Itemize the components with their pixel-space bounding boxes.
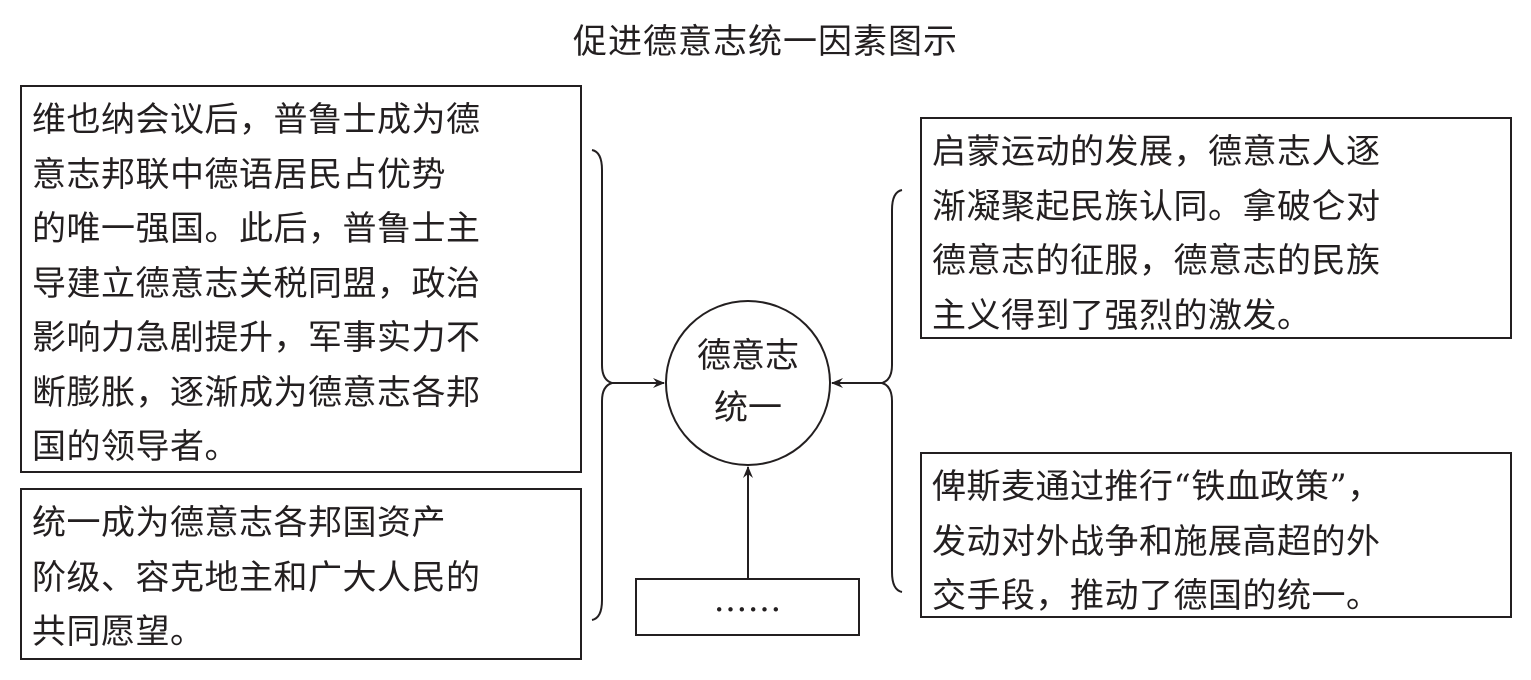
diagram-title: 促进德意志统一因素图示 (573, 22, 958, 62)
center-label: 德意志 统一 (697, 336, 799, 428)
left-brace (591, 149, 616, 621)
factor-box-bismarck: 俾斯麦通过推行“铁血政策”， 发动对外战争和施展高超的外 交手段，推动了德国的统… (920, 452, 1512, 618)
factor-box-nationalism: 启蒙运动的发展，德意志人逐 渐凝聚起民族认同。拿破仑对 德意志的征服，德意志的民… (920, 117, 1512, 339)
center-circle (665, 300, 831, 466)
factor-box-common-wish: 统一成为德意志各邦国资产 阶级、容克地主和广大人民的 共同愿望。 (20, 488, 582, 660)
right-brace (878, 189, 903, 593)
factor-box-ellipsis: …… (635, 578, 860, 636)
factor-box-prussia: 维也纳会议后，普鲁士成为德 意志邦联中德语居民占优势 的唯一强国。此后，普鲁士主… (20, 85, 582, 473)
